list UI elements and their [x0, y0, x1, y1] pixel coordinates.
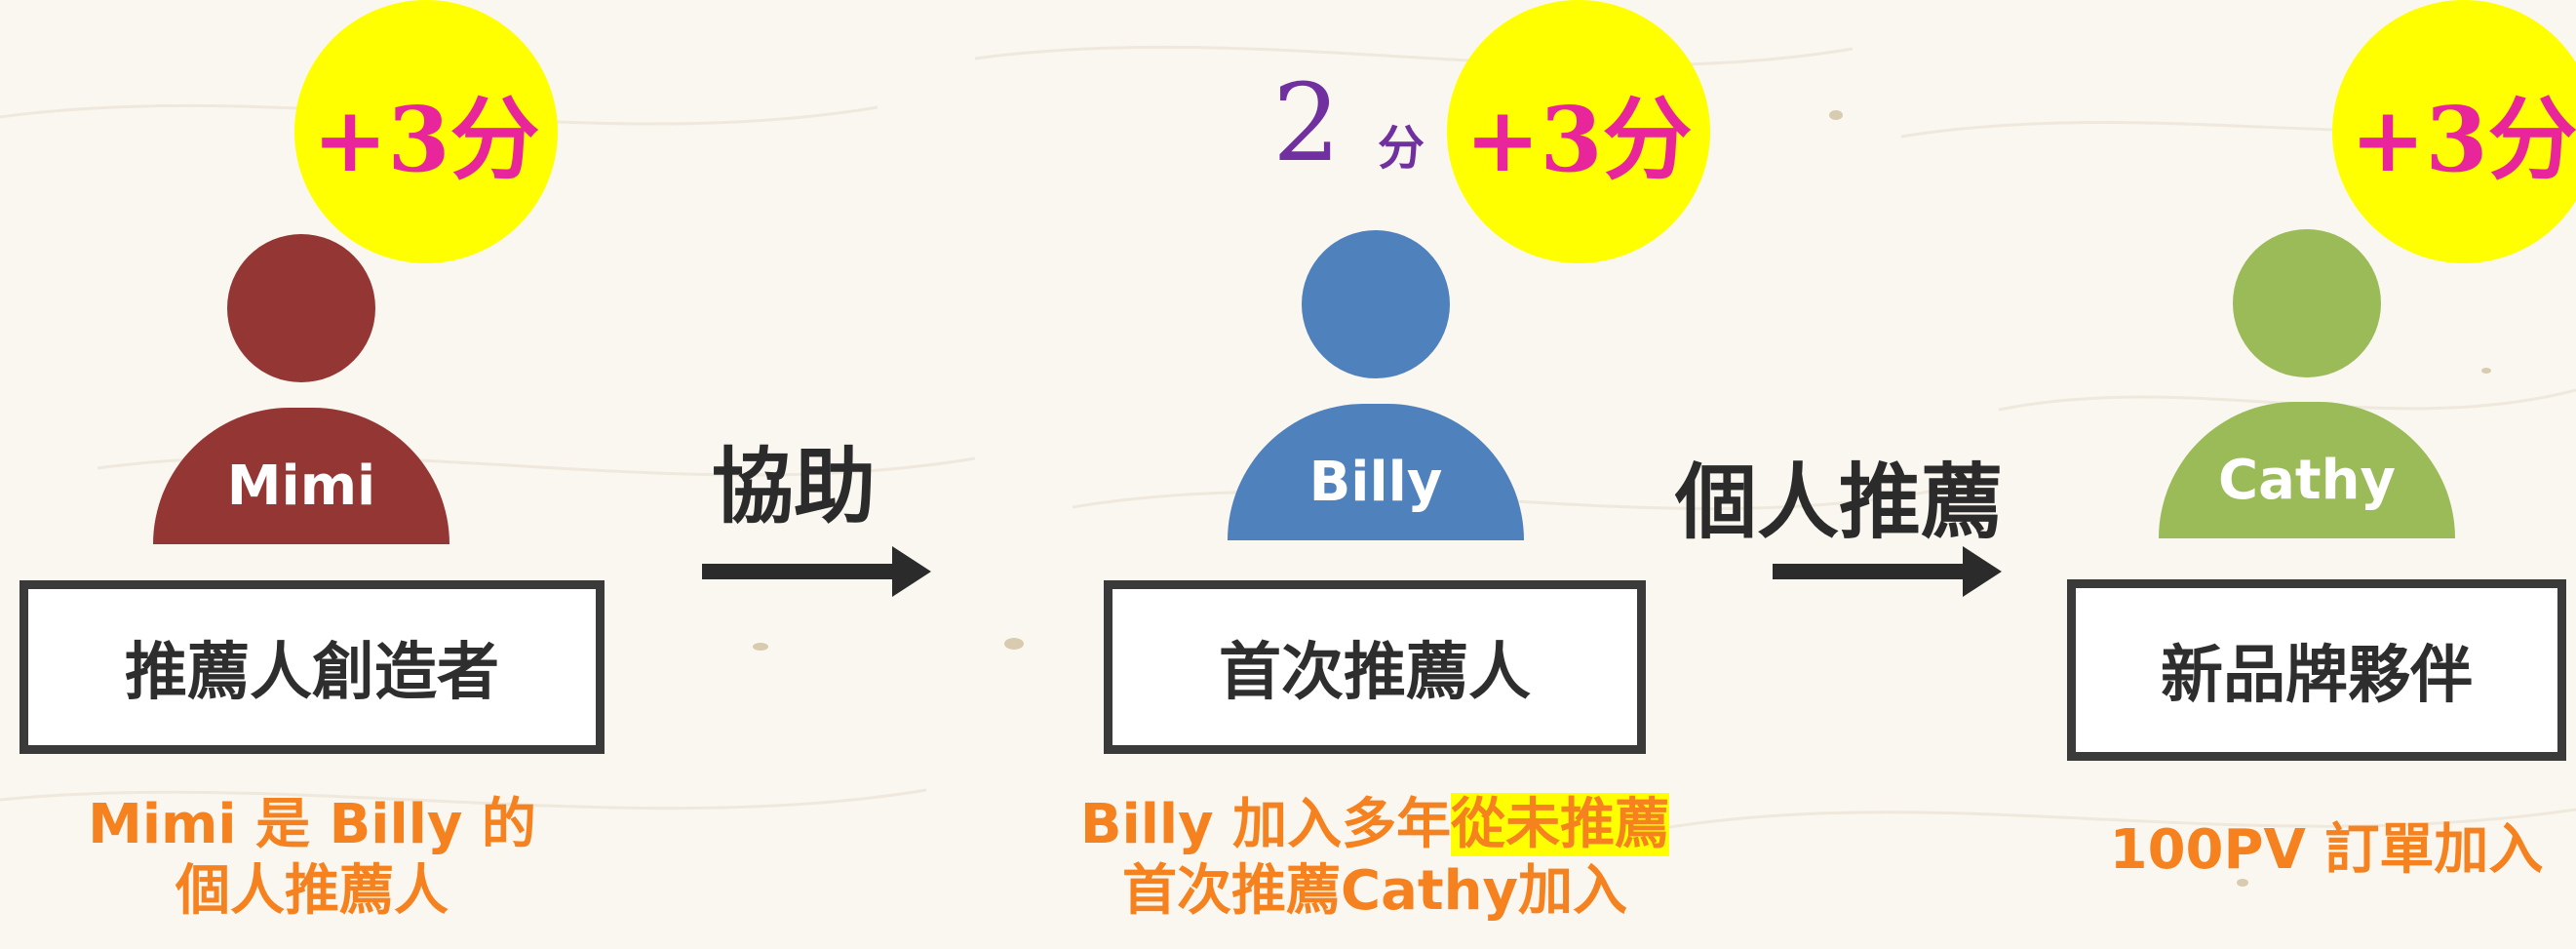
mimi-role-label: 推薦人創造者 [125, 637, 499, 709]
mimi-caption: Mimi 是 Billy 的 個人推薦人 [68, 792, 556, 925]
referral-arrow-shaft [1773, 564, 1968, 579]
mimi-caption-line2: 個人推薦人 [176, 859, 449, 923]
billy-role-label: 首次推薦人 [1219, 637, 1531, 709]
referral-arrow-head [1963, 546, 2002, 597]
mimi-name: Mimi [226, 454, 376, 518]
billy-points-text: +3分 [1464, 86, 1693, 192]
mimi-points-text: +3分 [312, 86, 540, 192]
cathy-avatar-head [2233, 229, 2381, 377]
cathy-caption: 100PV 訂單加入 [2077, 817, 2576, 884]
billy-avatar-head [1302, 230, 1450, 378]
cathy-points-text: +3分 [2350, 86, 2576, 192]
billy-caption-line1-plain: Billy 加入多年 [1079, 793, 1452, 856]
billy-role-box: 首次推薦人 [1104, 580, 1646, 754]
mimi-role-box: 推薦人創造者 [20, 580, 605, 754]
billy-existing-score: 2 [1272, 60, 1341, 185]
cathy-points-badge: +3分 [2332, 0, 2576, 263]
assist-label: 協助 [712, 439, 877, 534]
cathy-role-label: 新品牌夥伴 [2161, 640, 2473, 712]
cathy-caption-line1: 100PV 訂單加入 [2109, 818, 2544, 882]
cathy-name: Cathy [2217, 448, 2397, 512]
billy-caption-line1: Billy 加入多年從未推薦 [1034, 792, 1716, 858]
mimi-avatar-head [227, 234, 375, 382]
mimi-caption-line1: Mimi 是 Billy 的 [88, 793, 536, 856]
assist-arrow-head [892, 546, 931, 597]
mimi-points-badge: +3分 [294, 0, 558, 263]
billy-caption-line2: 首次推薦Cathy加入 [1121, 859, 1628, 923]
cathy-role-box: 新品牌夥伴 [2067, 579, 2566, 761]
billy-caption: Billy 加入多年從未推薦 首次推薦Cathy加入 [1034, 792, 1716, 925]
billy-points-badge: +3分 [1447, 0, 1710, 263]
personal-referral-label: 個人推薦 [1675, 455, 2004, 550]
billy-caption-highlight: 從未推薦 [1451, 793, 1670, 856]
billy-name: Billy [1308, 450, 1443, 514]
billy-existing-score-unit: 分 [1378, 121, 1425, 176]
assist-arrow-shaft [702, 564, 897, 579]
